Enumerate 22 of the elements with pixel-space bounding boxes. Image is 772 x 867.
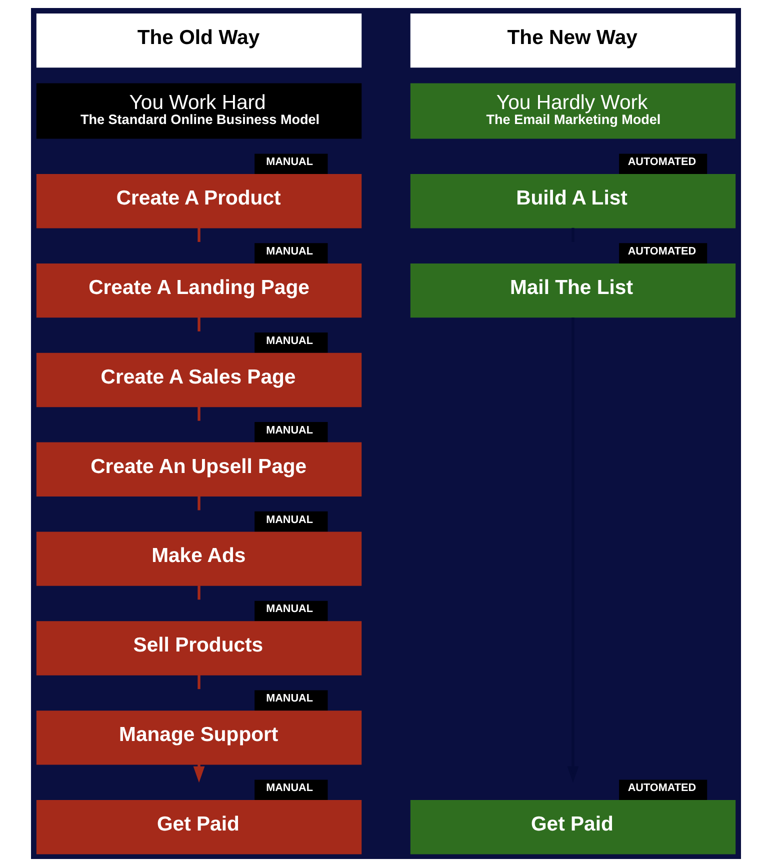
node-box: You Hardly Work The Email Marketing Model [410, 83, 736, 139]
node-label: MANUAL [266, 334, 314, 347]
node-label: MANUAL [266, 424, 314, 436]
node-label: MANUAL [266, 782, 314, 794]
connector [198, 228, 200, 242]
connector [198, 675, 200, 690]
node-box: The Old Way [36, 13, 362, 68]
node-box: You Work Hard The Standard Online Business Model [36, 83, 362, 139]
connector [198, 496, 200, 510]
connector [198, 317, 200, 332]
node-label: MANUAL [266, 514, 314, 526]
node-label: MANUAL [266, 156, 314, 168]
node-label: AUTOMATED [628, 156, 696, 168]
node-label: MANUAL [266, 603, 314, 616]
node-label: MANUAL [266, 692, 314, 705]
node-label: MANUAL [266, 246, 314, 258]
arrow [567, 318, 579, 783]
connector [198, 406, 200, 421]
node-label: AUTOMATED [628, 246, 696, 258]
connector [198, 586, 200, 600]
node-label: AUTOMATED [628, 782, 696, 794]
node-box: The New Way [410, 13, 736, 68]
